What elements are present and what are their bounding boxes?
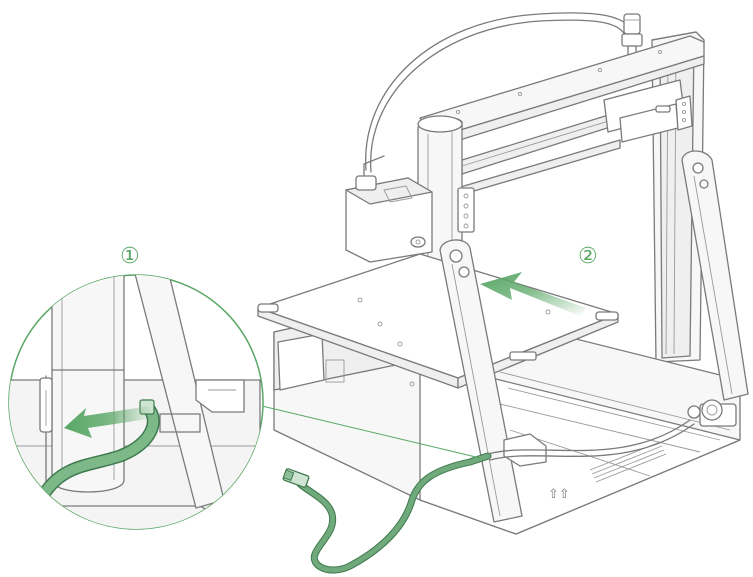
cable-connector [282,468,310,488]
power-cable [487,419,695,461]
arrow-up-left-icon [480,272,586,316]
ribbon-cable [296,452,492,574]
x-carriage-right [603,79,693,143]
arrow-left-icon [64,406,154,438]
z-carriage-left [457,187,475,233]
usb-port-symbol: ⇧⇧ [548,487,570,502]
step-2-label: ② [578,244,598,269]
toolhead [345,155,433,263]
right-strut [681,150,749,401]
step-1-label: ① [120,244,140,269]
zoom-leader [261,405,481,459]
power-socket [687,399,737,427]
zoom-detail-circle [8,274,264,530]
build-plate [257,253,619,389]
filament-tube [365,12,635,173]
